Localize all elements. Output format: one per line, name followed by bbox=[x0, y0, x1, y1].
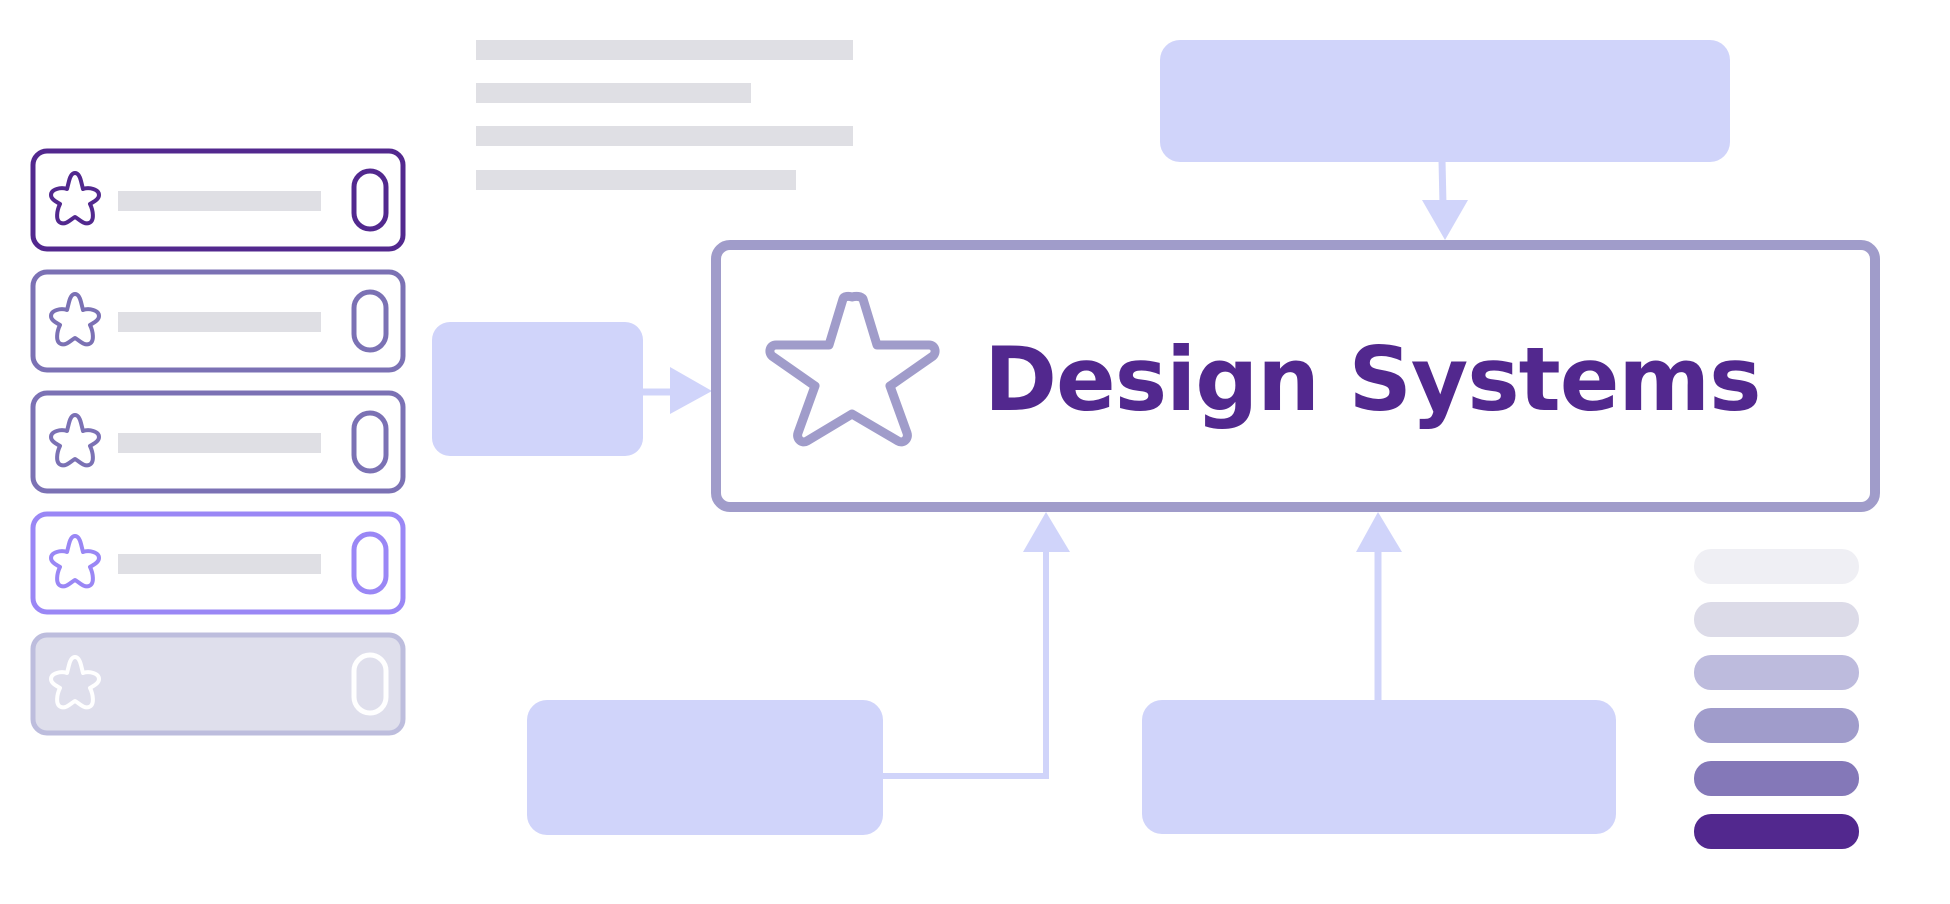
color-swatch bbox=[1694, 549, 1859, 584]
placeholder-line bbox=[118, 191, 321, 211]
color-swatch bbox=[1694, 761, 1859, 796]
list-item bbox=[30, 148, 406, 252]
star-icon bbox=[49, 292, 101, 347]
page-title: Design Systems bbox=[984, 328, 1761, 431]
toggle-icon bbox=[351, 652, 389, 716]
star-icon bbox=[49, 534, 101, 589]
color-swatch bbox=[1694, 602, 1859, 637]
color-scale bbox=[1694, 549, 1859, 849]
main-box: Design Systems bbox=[711, 240, 1880, 512]
main-box-frame bbox=[711, 240, 1880, 512]
connector-bottom-left bbox=[880, 545, 1049, 779]
node-bottom-left bbox=[527, 700, 883, 835]
list-item bbox=[30, 269, 406, 373]
placeholder-line bbox=[118, 312, 321, 332]
toggle-icon bbox=[351, 531, 389, 595]
component-state-list bbox=[30, 148, 406, 736]
color-swatch bbox=[1694, 708, 1859, 743]
node-top bbox=[1160, 40, 1730, 162]
list-item bbox=[30, 390, 406, 494]
nodes bbox=[432, 40, 1730, 835]
connector-top bbox=[1438, 159, 1447, 206]
toggle-icon bbox=[351, 168, 389, 232]
text-placeholder-block bbox=[476, 40, 853, 190]
star-icon bbox=[49, 413, 101, 468]
arrowhead-right bbox=[670, 367, 712, 414]
arrowhead-up bbox=[1356, 512, 1402, 552]
star-icon bbox=[49, 171, 101, 226]
placeholder-line bbox=[118, 433, 321, 453]
arrowhead-down bbox=[1422, 200, 1468, 240]
list-item-frame bbox=[30, 632, 406, 736]
color-swatch bbox=[1694, 814, 1859, 849]
node-bottom-right bbox=[1142, 700, 1616, 834]
placeholder-line bbox=[476, 170, 796, 190]
toggle-icon bbox=[351, 410, 389, 474]
arrowhead-up bbox=[1023, 512, 1070, 552]
placeholder-line bbox=[476, 126, 853, 146]
node-left bbox=[432, 322, 643, 456]
list-item bbox=[30, 632, 406, 736]
connectors bbox=[642, 159, 1468, 779]
placeholder-line bbox=[476, 83, 751, 103]
toggle-icon bbox=[351, 289, 389, 353]
star-icon bbox=[765, 291, 940, 447]
color-swatch bbox=[1694, 655, 1859, 690]
placeholder-line bbox=[476, 40, 853, 60]
star-icon bbox=[49, 655, 101, 710]
placeholder-line bbox=[118, 554, 321, 574]
list-item bbox=[30, 511, 406, 615]
